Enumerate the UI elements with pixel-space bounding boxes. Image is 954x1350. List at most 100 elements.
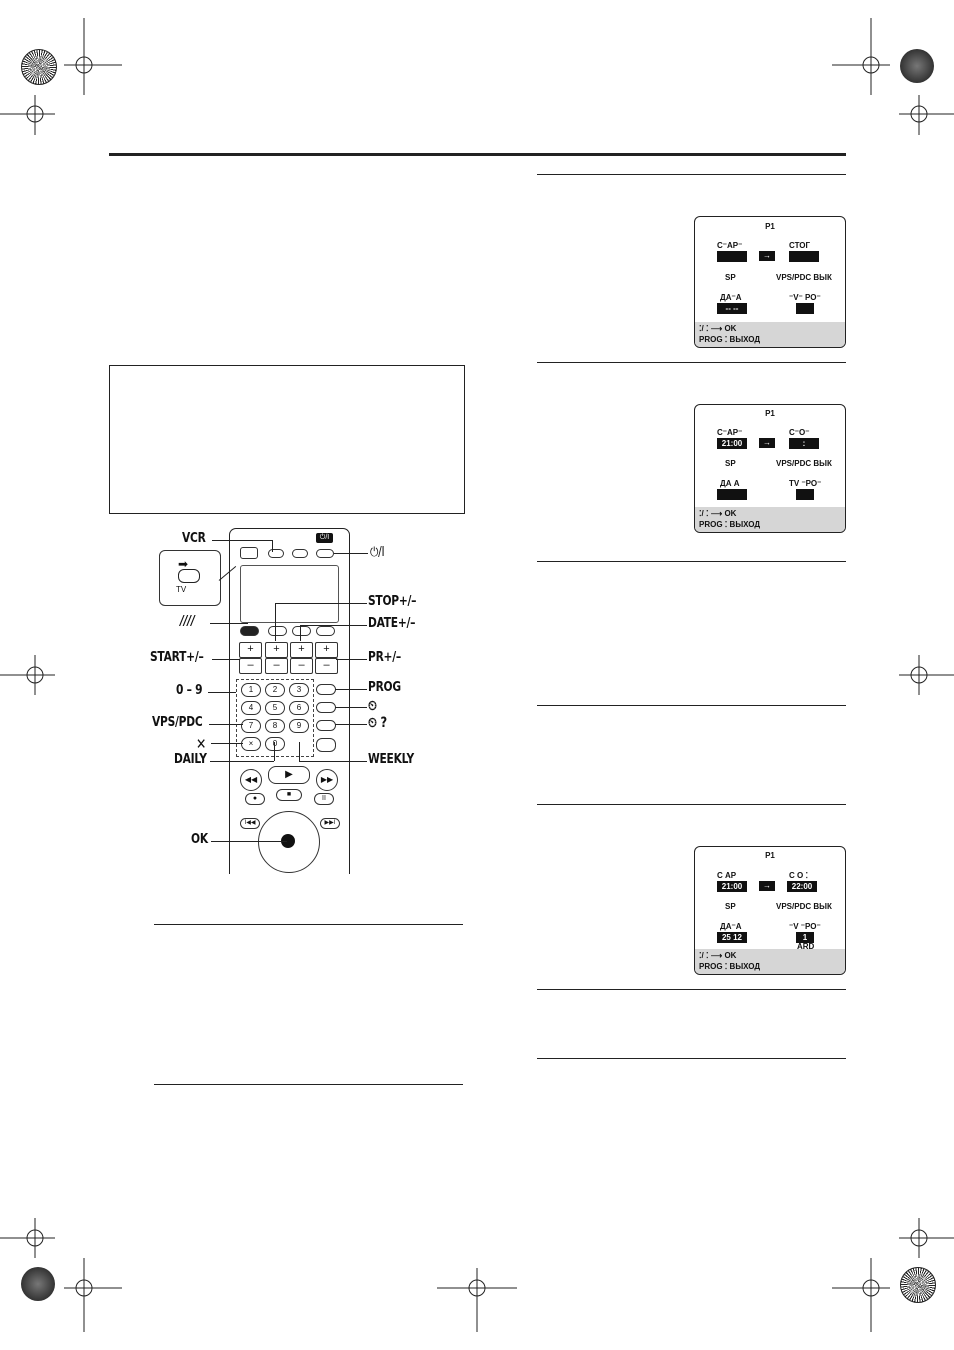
stop-button: ■	[276, 789, 302, 801]
osd-footer-line-1: ⁚/ ⁚ ⟶ OK	[699, 509, 737, 518]
osd-screen-3: P1 С АР 21:00 → С О ⁚ 22:00 SP VPS/PDC В…	[694, 846, 846, 975]
prog-label: PROG	[368, 680, 401, 695]
digits-label: 0 – 9	[176, 683, 203, 698]
skip-forward-button: ▶▶I	[320, 818, 340, 829]
osd-screen-2: P1 С⁻АР⁻ 21:00 → С⁻О⁻ : SP VPS/PDC ВЫК Д…	[694, 404, 846, 533]
weekly-leader-rise	[299, 742, 300, 761]
vps-label: VPS/PDC	[152, 715, 203, 730]
date-leader-drop	[300, 625, 301, 641]
switch-tv-label: TV	[176, 585, 187, 594]
osd-footer-line-2: PROG ⁚ ВЫХОД	[699, 335, 761, 344]
header-rule	[109, 153, 846, 156]
step-rule-right-5	[537, 804, 846, 805]
pr-minus-button: –	[315, 658, 338, 674]
skip-back-button: I◀◀	[240, 818, 260, 829]
osd-footer-line-1: ⁚/ ⁚ ⟶ OK	[699, 324, 737, 333]
play-button: ▶	[268, 766, 310, 784]
switch-slider	[178, 569, 200, 583]
osd-title: P1	[765, 851, 775, 860]
remote-control: ⏻/I + – + – + – + – 1 2 3 4 5 6 7 8 9 × …	[229, 528, 350, 874]
remote-small-button	[316, 626, 335, 636]
start-plus-button: +	[239, 642, 262, 658]
osd-screen-1: P1 С⁻АР⁻ → СТОГ SP VPS/PDC ВЫК ДА⁻А -- -…	[694, 216, 846, 348]
weekly-leader	[299, 761, 367, 762]
key-9: 9	[289, 719, 309, 733]
digits-leader	[208, 692, 236, 693]
remote-small-button	[240, 626, 259, 636]
key-7: 7	[241, 719, 261, 733]
timer-key	[316, 702, 336, 713]
vcr-leader	[212, 540, 272, 541]
osd-start-value	[717, 251, 747, 262]
osd-tvpr-value	[796, 489, 814, 500]
osd-channel: ARD	[797, 942, 815, 951]
osd-start-label: С⁻АР⁻	[717, 241, 743, 250]
osd-start-label: С⁻АР⁻	[717, 428, 743, 437]
step-rule-left-2	[154, 1084, 463, 1085]
osd-stop-label: С О ⁚	[789, 871, 808, 880]
date-label: DATE+/–	[368, 616, 416, 631]
osd-footer: ⁚/ ⁚ ⟶ OK PROG ⁚ ВЫХОД	[695, 322, 845, 347]
timer-check-label: ⏲ ?	[368, 715, 387, 731]
remote-side-key	[316, 738, 336, 752]
weekly-label: WEEKLY	[368, 752, 414, 767]
remote-top-button	[268, 549, 284, 558]
start-minus-button: –	[239, 658, 262, 674]
stop-label: STOP+/–	[368, 594, 417, 609]
key-4: 4	[241, 701, 261, 715]
osd-date-value: 25 12	[717, 932, 747, 943]
stop-minus-button: –	[265, 658, 288, 674]
key-6: 6	[289, 701, 309, 715]
pause-button: II	[314, 793, 334, 805]
date-minus-button: –	[290, 658, 313, 674]
osd-stop-label: С⁻О⁻	[789, 428, 810, 437]
start-label: START+/–	[150, 650, 204, 665]
step-rule-right-4	[537, 705, 846, 706]
stop-leader-drop	[275, 603, 276, 641]
vcr-label: VCR	[182, 531, 206, 546]
fast-forward-button: ▶▶	[316, 769, 338, 791]
start-leader	[212, 659, 240, 660]
arrow-icon: →	[759, 881, 775, 891]
osd-vps: VPS/PDC ВЫК	[776, 902, 832, 911]
osd-vps: VPS/PDC ВЫК	[776, 459, 832, 468]
osd-start-label: С АР	[717, 871, 737, 880]
osd-date-label: ДА А	[720, 479, 740, 488]
step-rule-right-1	[537, 174, 846, 175]
cancel-label: ✕	[196, 735, 207, 753]
step-rule-left-1	[154, 924, 463, 925]
osd-start-value: 21:00	[717, 881, 747, 892]
osd-footer-line-2: PROG ⁚ ВЫХОД	[699, 962, 761, 971]
rewind-button: ◀◀	[240, 769, 262, 791]
osd-start-value: 21:00	[717, 438, 747, 449]
remote-small-button	[268, 626, 287, 636]
switch-inset: ➡ TV	[159, 550, 221, 606]
cancel-key: ×	[241, 737, 261, 751]
slash-leader	[210, 623, 248, 624]
remote-top-button	[316, 549, 334, 558]
osd-vps: VPS/PDC ВЫК	[776, 273, 832, 282]
timer-leader	[335, 707, 367, 708]
osd-title: P1	[765, 222, 775, 231]
osd-footer-line-2: PROG ⁚ ВЫХОД	[699, 520, 761, 529]
registration-disc-bottom-left	[21, 1267, 55, 1301]
remote-display	[240, 565, 339, 623]
osd-footer-line-1: ⁚/ ⁚ ⟶ OK	[699, 951, 737, 960]
osd-stop-value: :	[789, 438, 819, 449]
osd-stop-value	[789, 251, 819, 262]
info-box	[109, 365, 465, 514]
step-rule-right-3	[537, 561, 846, 562]
registration-disc-bottom-right	[900, 1267, 936, 1303]
osd-stop-label: СТОГ	[789, 241, 811, 250]
stop-plus-button: +	[265, 642, 288, 658]
pr-leader	[336, 659, 367, 660]
keypad-outline	[236, 679, 314, 757]
key-3: 3	[289, 683, 309, 697]
osd-tvpr-label: ⁻V⁻ РО⁻	[789, 293, 821, 302]
vps-leader	[209, 724, 243, 725]
registration-disc-top-left	[21, 49, 57, 85]
date-plus-button: +	[290, 642, 313, 658]
arrow-icon: →	[759, 438, 775, 448]
osd-stop-value: 22:00	[787, 881, 817, 892]
